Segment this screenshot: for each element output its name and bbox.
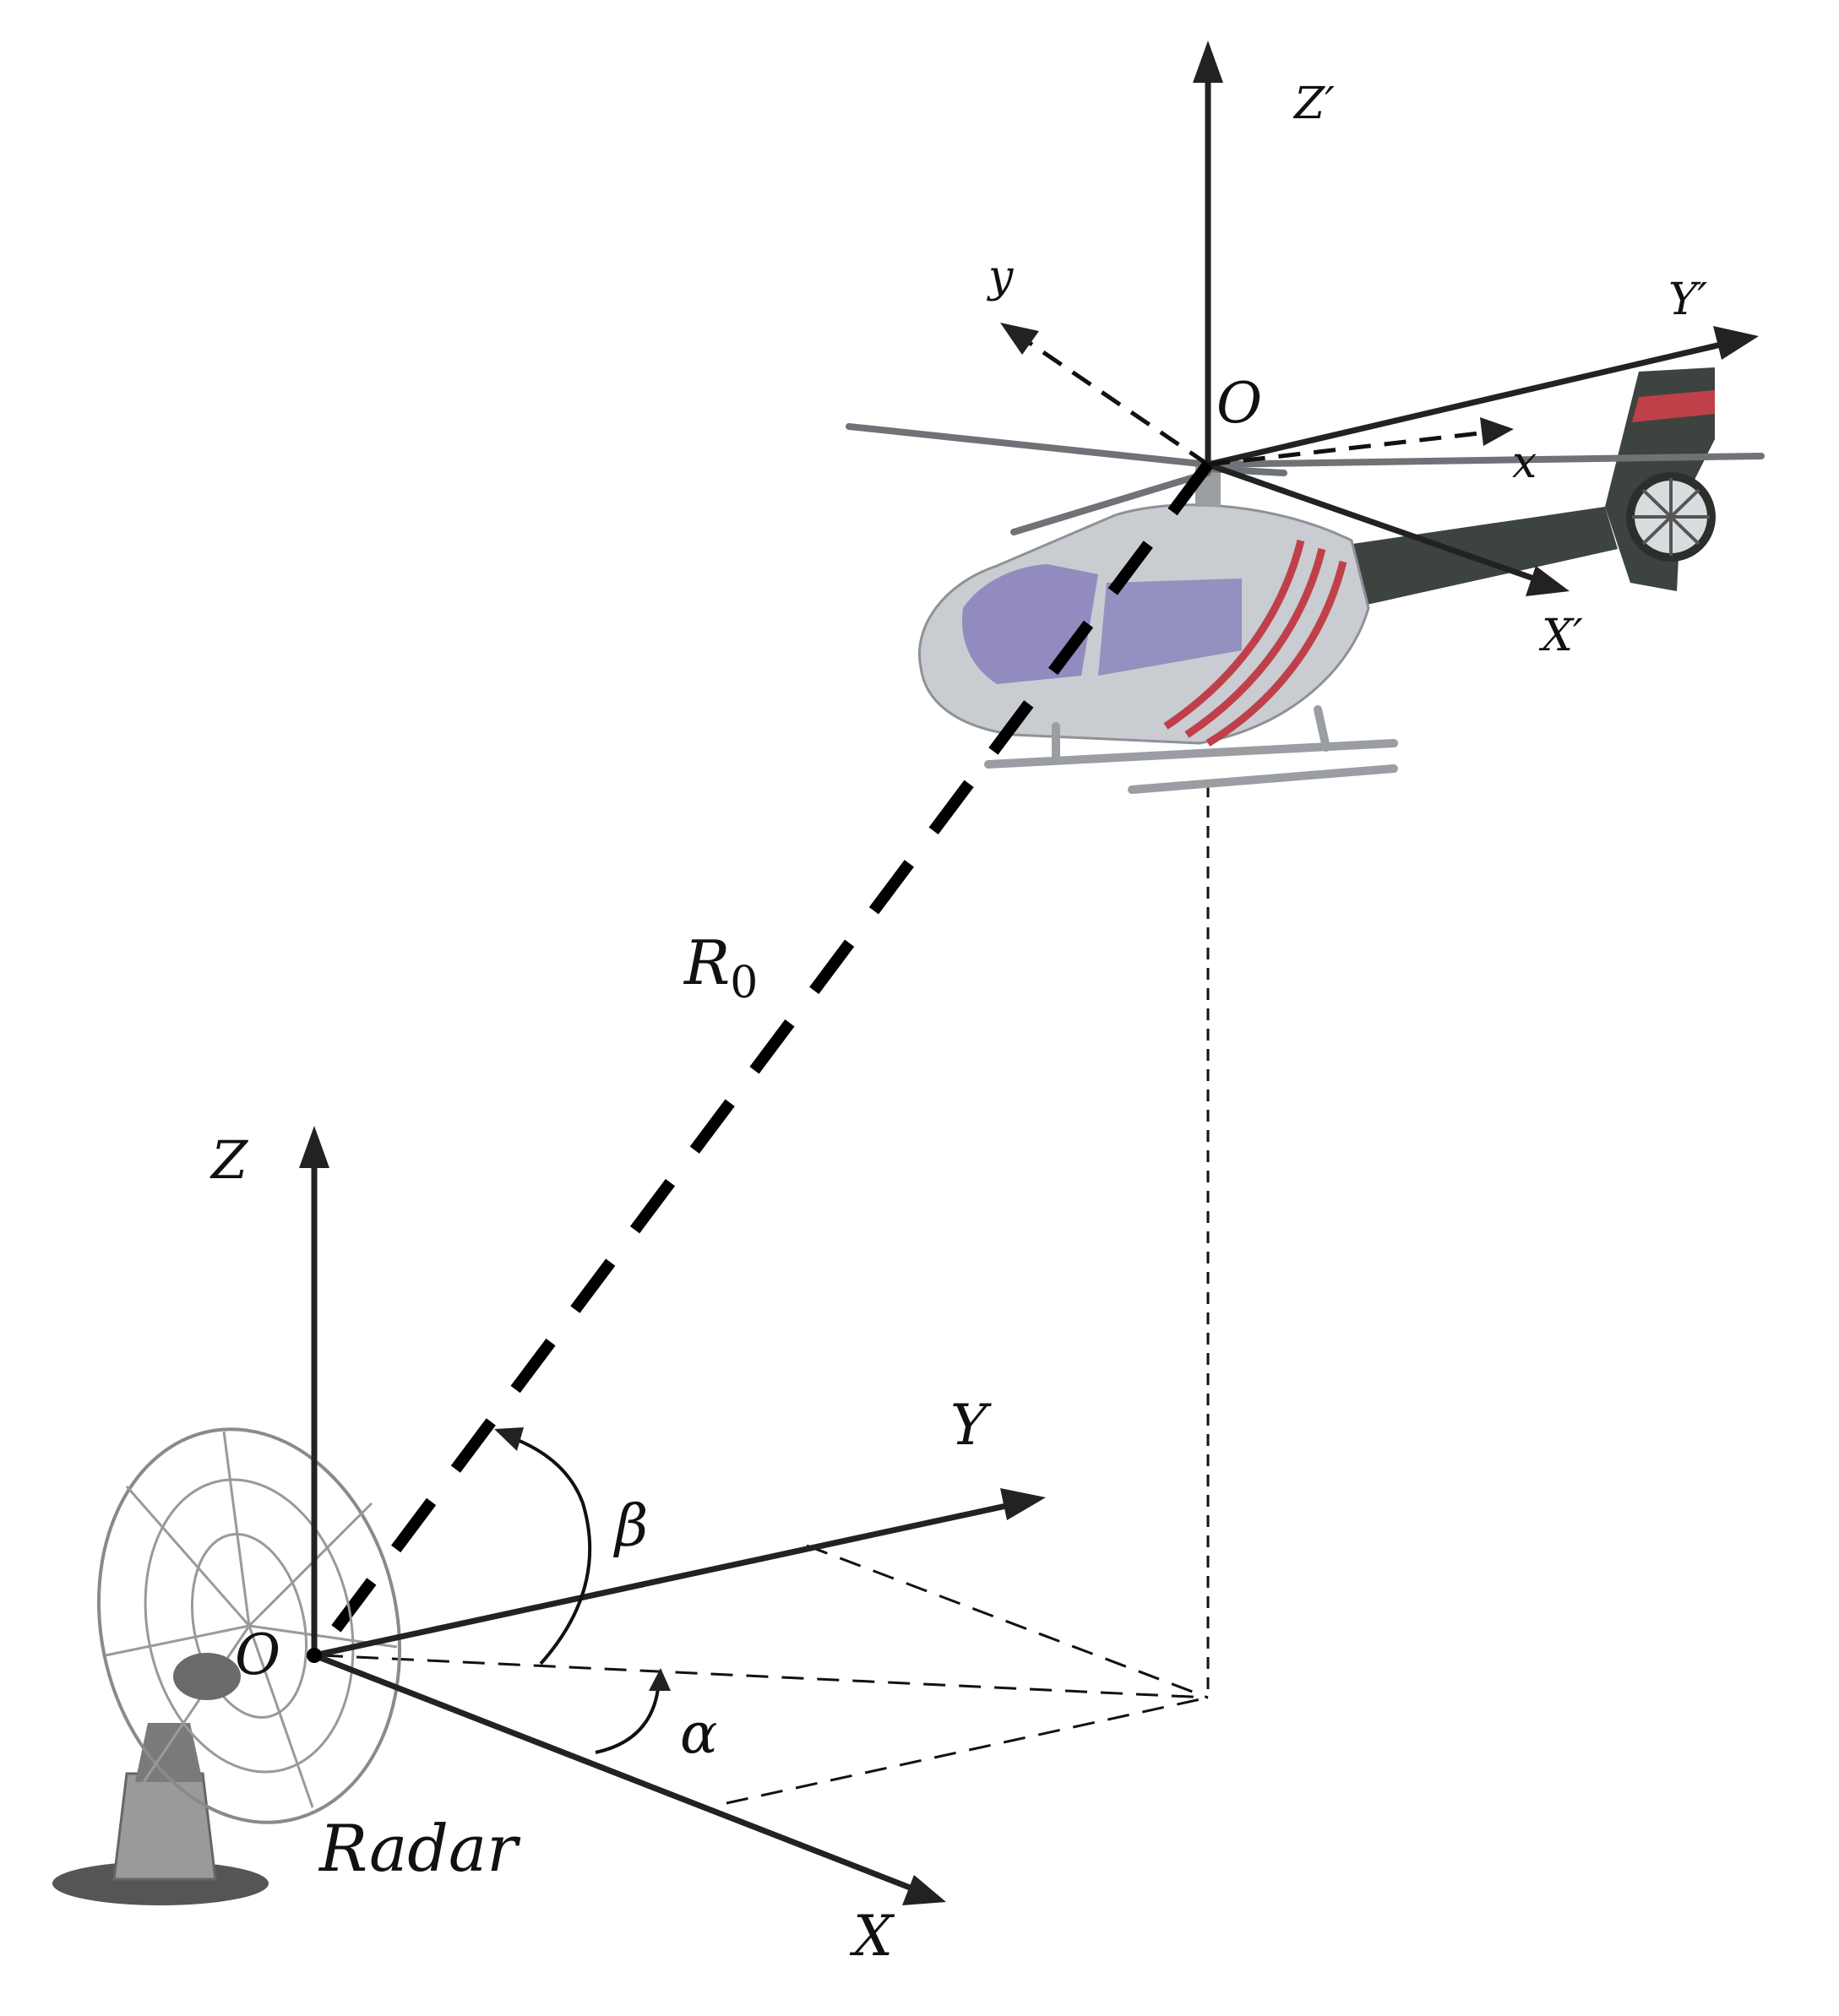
- label-z-prime: Z′: [1292, 79, 1335, 129]
- label-x-prime: X′: [1538, 611, 1583, 661]
- alpha-arrowhead: [649, 1668, 671, 1691]
- label-x: X: [849, 1904, 895, 1969]
- body-y-axis: [1020, 335, 1210, 467]
- projection-lines: [320, 785, 1210, 1805]
- label-radar: Radar: [318, 1811, 521, 1886]
- x-prime-axis: [1206, 461, 1548, 586]
- x-arrowhead: [902, 1875, 946, 1905]
- range-line-r0: [314, 460, 1213, 1655]
- y-prime-axis: [1207, 339, 1733, 468]
- label-y-prime: Y′: [1668, 274, 1707, 325]
- y-component-line: [806, 1544, 1209, 1699]
- labels: Z′ Y′ X′ O x y R0 Z Y X O β α Radar: [209, 79, 1707, 1969]
- z-arrowhead: [299, 1126, 329, 1168]
- label-o-radar: O: [235, 1622, 280, 1687]
- ground-projection-line: [320, 1654, 1209, 1699]
- label-range: R0: [683, 927, 758, 1008]
- label-body-x: x: [1512, 437, 1537, 488]
- body-y-arrowhead: [1000, 323, 1039, 355]
- label-body-y: y: [987, 252, 1014, 302]
- body-x-axis: [1207, 430, 1488, 467]
- radar-frame: [299, 1126, 1046, 1905]
- y-prime-arrowhead: [1713, 326, 1759, 360]
- y-axis: [313, 1500, 1019, 1659]
- label-y: Y: [950, 1393, 992, 1458]
- label-beta: β: [612, 1493, 648, 1560]
- radar-dish-icon: [52, 1427, 402, 1905]
- body-x-arrowhead: [1480, 417, 1514, 446]
- label-o-target: O: [1216, 371, 1262, 436]
- y-arrowhead: [1000, 1488, 1046, 1520]
- alpha-arc: [595, 1680, 661, 1754]
- x-prime-arrowhead: [1526, 566, 1570, 596]
- helicopter-icon: [846, 367, 1765, 794]
- z-prime-arrowhead: [1193, 41, 1223, 83]
- beta-arc: [506, 1434, 592, 1666]
- x-axis: [313, 1652, 922, 1895]
- beta-arrowhead: [494, 1427, 524, 1451]
- x-component-line: [726, 1696, 1209, 1805]
- label-z: Z: [209, 1129, 248, 1191]
- label-alpha: α: [680, 1701, 718, 1766]
- angle-arcs: [494, 1427, 671, 1754]
- radar-origin-dot: [307, 1648, 322, 1663]
- target-frame: [1000, 41, 1759, 596]
